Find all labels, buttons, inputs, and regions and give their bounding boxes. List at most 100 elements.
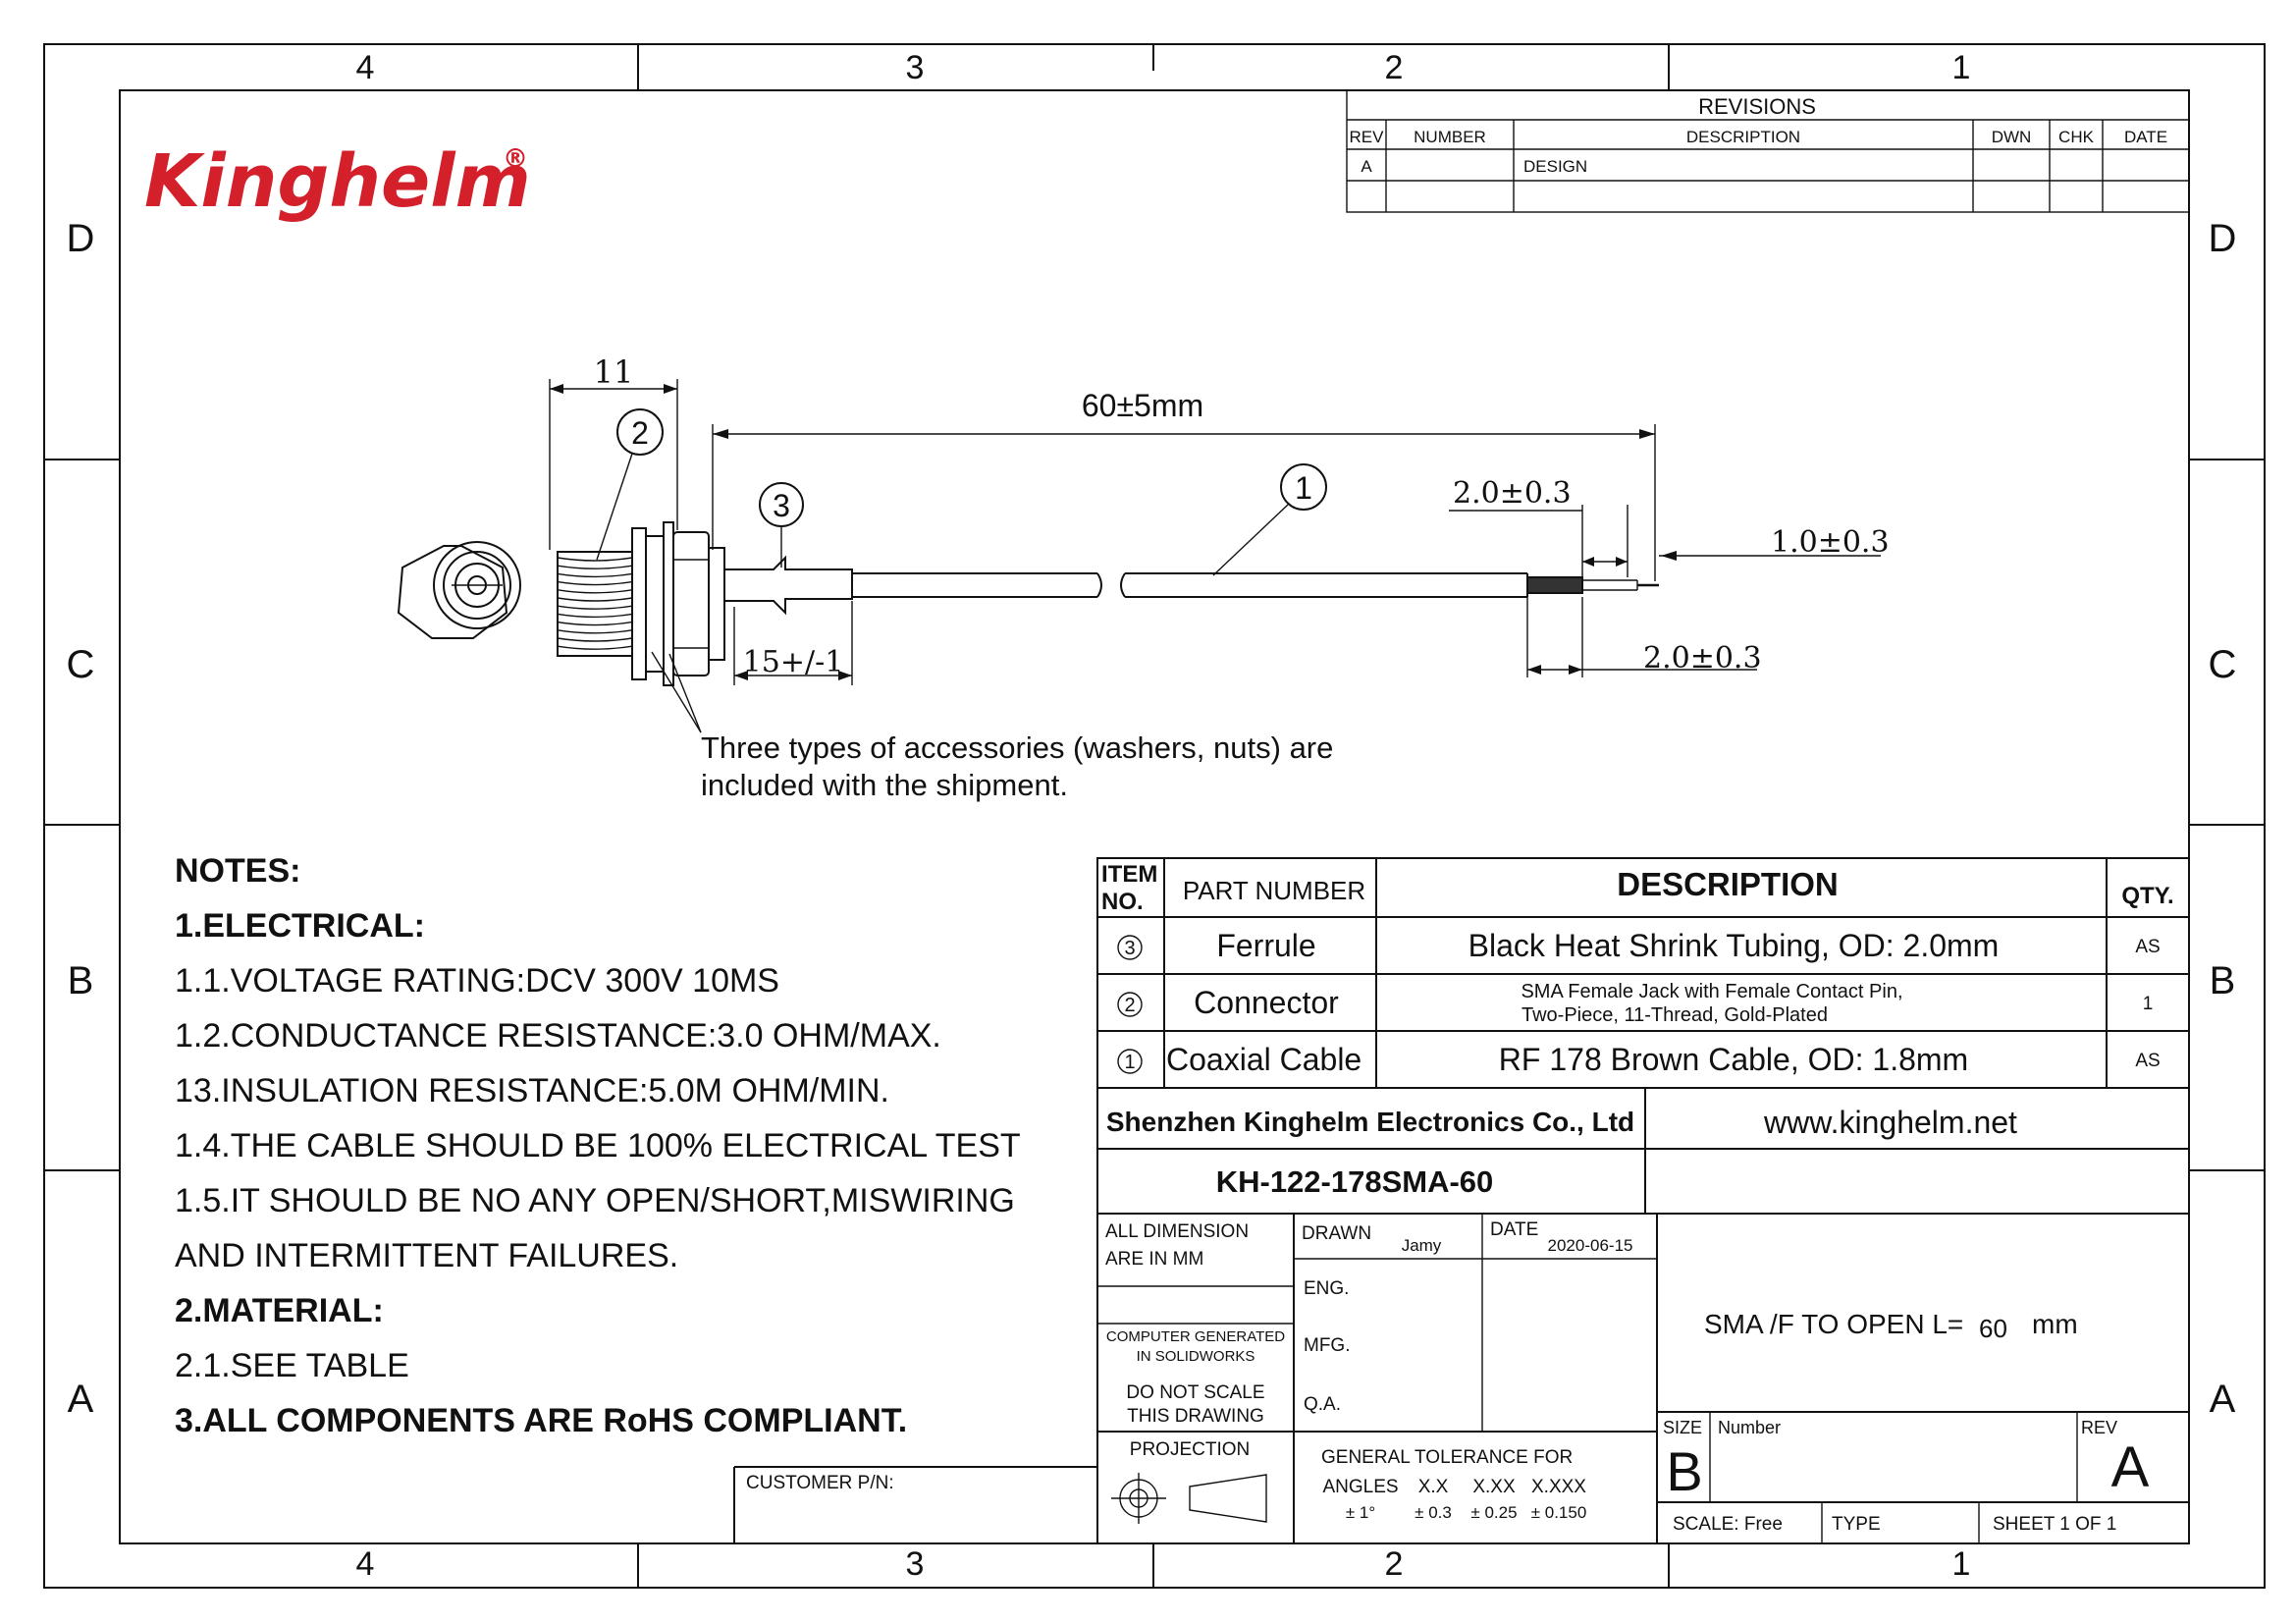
bom-item-no: 1	[1124, 1052, 1135, 1073]
drawing-title: SMA /F TO OPEN L= 60 mm	[1704, 1309, 2078, 1343]
bom-part-header: PART NUMBER	[1183, 876, 1365, 905]
qa-label: Q.A.	[1304, 1394, 1341, 1415]
drawing-title-length: 60	[1979, 1314, 2007, 1343]
dim-strip-top-label: 2.0±0.3	[1453, 476, 1572, 511]
date-label: DATE	[1490, 1219, 1538, 1240]
dimension-15: 15+/-1	[733, 601, 853, 685]
number-header: NUMBER	[1414, 128, 1486, 146]
cable-assembly-drawing: 11 60±5mm 15+/-1 2.0±0.3	[397, 353, 1890, 802]
callout-3-label: 3	[773, 488, 790, 523]
dimension-strip-bottom: 2.0±0.3	[1526, 597, 1762, 677]
bom-item-no: 2	[1124, 995, 1135, 1016]
bom-item-no: 3	[1124, 938, 1135, 959]
zone-bottom-1: 1	[1952, 1545, 1971, 1583]
thread-line	[557, 645, 633, 650]
bom-qty: AS	[2135, 1051, 2160, 1071]
callout-2: 2	[596, 408, 664, 561]
note-line: 3.ALL COMPONENTS ARE RoHS COMPLIANT.	[175, 1402, 907, 1439]
rev-value-large: A	[2111, 1435, 2150, 1499]
zone-left-d: D	[67, 217, 95, 260]
bom-item-circle	[1117, 992, 1143, 1017]
thread-line	[557, 580, 633, 586]
drawing-title-unit: mm	[2032, 1309, 2078, 1339]
tolerance-header: ANGLES	[1322, 1477, 1398, 1497]
thread-line	[557, 589, 633, 594]
projection-label: PROJECTION	[1130, 1439, 1250, 1460]
bom-description: RF 178 Brown Cable, OD: 1.8mm	[1499, 1042, 1968, 1077]
scale-label: SCALE: Free	[1673, 1514, 1783, 1535]
zone-left-b: B	[68, 959, 94, 1002]
rev-description: DESIGN	[1523, 157, 1587, 176]
rev-header: REV	[1350, 128, 1385, 146]
zone-right-b: B	[2210, 959, 2236, 1002]
ferrule	[723, 555, 853, 616]
date-value: 2020-06-15	[1548, 1236, 1633, 1255]
website: www.kinghelm.net	[1763, 1105, 2017, 1140]
description-header: DESCRIPTION	[1686, 128, 1800, 146]
tolerance-table: ANGLES± 1°X.X± 0.3X.XX± 0.25X.XXX± 0.150	[1322, 1477, 1586, 1522]
rev-label: REV	[2081, 1418, 2117, 1437]
title-block: Shenzhen Kinghelm Electronics Co., Ltd w…	[1096, 1087, 2190, 1544]
accessories-note-line1: Three types of accessories (washers, nut…	[701, 730, 1333, 765]
computer-generated-2: IN SOLIDWORKS	[1137, 1348, 1255, 1365]
note-line: NOTES:	[175, 852, 300, 890]
dwn-header: DWN	[1992, 128, 2032, 146]
bom-rows: 3 Ferrule Black Heat Shrink Tubing, OD: 2.…	[1117, 928, 2161, 1077]
thread-line	[557, 565, 633, 569]
thread-line	[557, 629, 633, 634]
tolerance-header: X.X	[1418, 1477, 1449, 1497]
note-line: AND INTERMITTENT FAILURES.	[175, 1237, 678, 1274]
accessories-note-line2: included with the shipment.	[701, 768, 1068, 802]
zone-bottom-4: 4	[356, 1545, 375, 1583]
projection-symbol-icon	[1111, 1473, 1267, 1524]
chk-header: CHK	[2058, 128, 2095, 146]
bom-description-2: Two-Piece, 11-Thread, Gold-Plated	[1522, 1004, 1828, 1026]
note-line: 2.MATERIAL:	[175, 1292, 384, 1329]
number-label: Number	[1718, 1418, 1781, 1437]
callout-3: 3	[759, 482, 804, 568]
size-label: SIZE	[1663, 1418, 1702, 1437]
dimension-strip-top: 2.0±0.3	[1449, 476, 1629, 577]
zone-left-a: A	[68, 1378, 94, 1421]
computer-generated-1: COMPUTER GENERATED	[1106, 1328, 1285, 1345]
zone-top-3: 3	[906, 49, 925, 86]
tolerance-value: ± 0.150	[1531, 1503, 1587, 1522]
thread-line	[557, 613, 633, 619]
tolerance-title: GENERAL TOLERANCE FOR	[1321, 1447, 1573, 1468]
dim-length-label: 60±5mm	[1082, 388, 1203, 423]
part-number: KH-122-178SMA-60	[1216, 1164, 1494, 1199]
bom-part-name: Coaxial Cable	[1166, 1042, 1362, 1077]
mfg-label: MFG.	[1304, 1335, 1351, 1356]
bom-item-circle	[1117, 1049, 1143, 1074]
note-line: 1.ELECTRICAL:	[175, 907, 425, 945]
bom-qty: AS	[2135, 937, 2160, 957]
no-scale-2: THIS DRAWING	[1127, 1406, 1264, 1427]
dim-11-label: 11	[594, 353, 634, 391]
zone-right-c: C	[2209, 643, 2237, 686]
drawn-label: DRAWN	[1302, 1223, 1371, 1244]
note-line: 1.2.CONDUCTANCE RESISTANCE:3.0 OHM/MAX.	[175, 1017, 941, 1055]
logo-text: Kinghelm	[144, 139, 531, 224]
dimension-60: 60±5mm	[712, 388, 1656, 581]
revisions-title: REVISIONS	[1698, 94, 1816, 119]
dimension-conductor: 1.0±0.3	[1659, 525, 1890, 561]
customer-pn-label: CUSTOMER P/N:	[746, 1473, 894, 1493]
bom-description: SMA Female Jack with Female Contact Pin,	[1521, 981, 1902, 1002]
coaxial-cable	[852, 572, 1659, 598]
zone-top-1: 1	[1952, 49, 1971, 86]
dim-conductor-label: 1.0±0.3	[1771, 525, 1890, 560]
callout-1: 1	[1212, 463, 1327, 576]
company-name: Shenzhen Kinghelm Electronics Co., Ltd	[1106, 1107, 1634, 1137]
bom-part-name: Ferrule	[1216, 928, 1315, 963]
bom-item-header-2: NO.	[1101, 889, 1144, 915]
tolerance-value: ± 0.3	[1415, 1503, 1452, 1522]
zone-top-4: 4	[356, 49, 375, 86]
bom-description: Black Heat Shrink Tubing, OD: 2.0mm	[1468, 928, 2000, 963]
customer-pn-box: CUSTOMER P/N:	[733, 1466, 1097, 1543]
tolerance-header: X.XX	[1472, 1477, 1516, 1497]
bom-qty: 1	[2143, 994, 2154, 1014]
note-line: 13.INSULATION RESISTANCE:5.0M OHM/MIN.	[175, 1072, 889, 1109]
note-line: 1.1.VOLTAGE RATING:DCV 300V 10MS	[175, 962, 779, 1000]
size-value: B	[1666, 1440, 1702, 1502]
connector-thread	[557, 521, 725, 686]
